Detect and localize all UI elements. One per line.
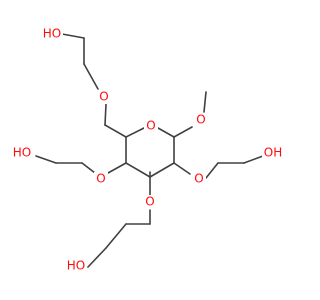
bond — [104, 124, 127, 138]
atom-label-left-hydroxyl: HO — [13, 146, 31, 160]
bond — [87, 247, 107, 268]
bond — [203, 91, 207, 113]
atom-label-right-ether-oxygen: O — [194, 172, 203, 186]
atom-label-bottom-ether-oxygen: O — [145, 195, 154, 209]
bond — [205, 162, 219, 179]
atom-labels: HO O O O O HO O OH O HO — [11, 27, 284, 273]
bond — [173, 126, 193, 138]
bond — [243, 155, 264, 164]
bond — [105, 223, 127, 249]
atom-label-methoxy-oxygen: O — [196, 113, 205, 127]
bond — [125, 162, 151, 178]
bonds — [35, 33, 264, 268]
bond — [83, 63, 99, 90]
molecule-structure-diagram: HO O O O O HO O OH O HO — [11, 26, 284, 273]
atom-label-bottom-hydroxyl: HO — [67, 259, 85, 273]
atom-label-top-hydroxyl: HO — [43, 27, 61, 41]
atom-label-top-ether-oxygen: O — [99, 90, 108, 104]
bond — [149, 162, 175, 178]
bond — [35, 155, 57, 164]
bond — [104, 103, 107, 126]
bond — [107, 162, 127, 174]
bond — [81, 162, 96, 174]
bond — [173, 162, 191, 175]
atom-label-ring-oxygen: O — [146, 119, 155, 133]
bond — [157, 127, 175, 138]
bond — [125, 127, 145, 138]
bond — [61, 33, 85, 39]
atom-label-left-ether-oxygen: O — [96, 172, 105, 186]
atom-label-right-hydroxyl: OH — [264, 146, 282, 160]
structure-drawing: HO O O O O HO O OH O HO — [11, 27, 284, 273]
